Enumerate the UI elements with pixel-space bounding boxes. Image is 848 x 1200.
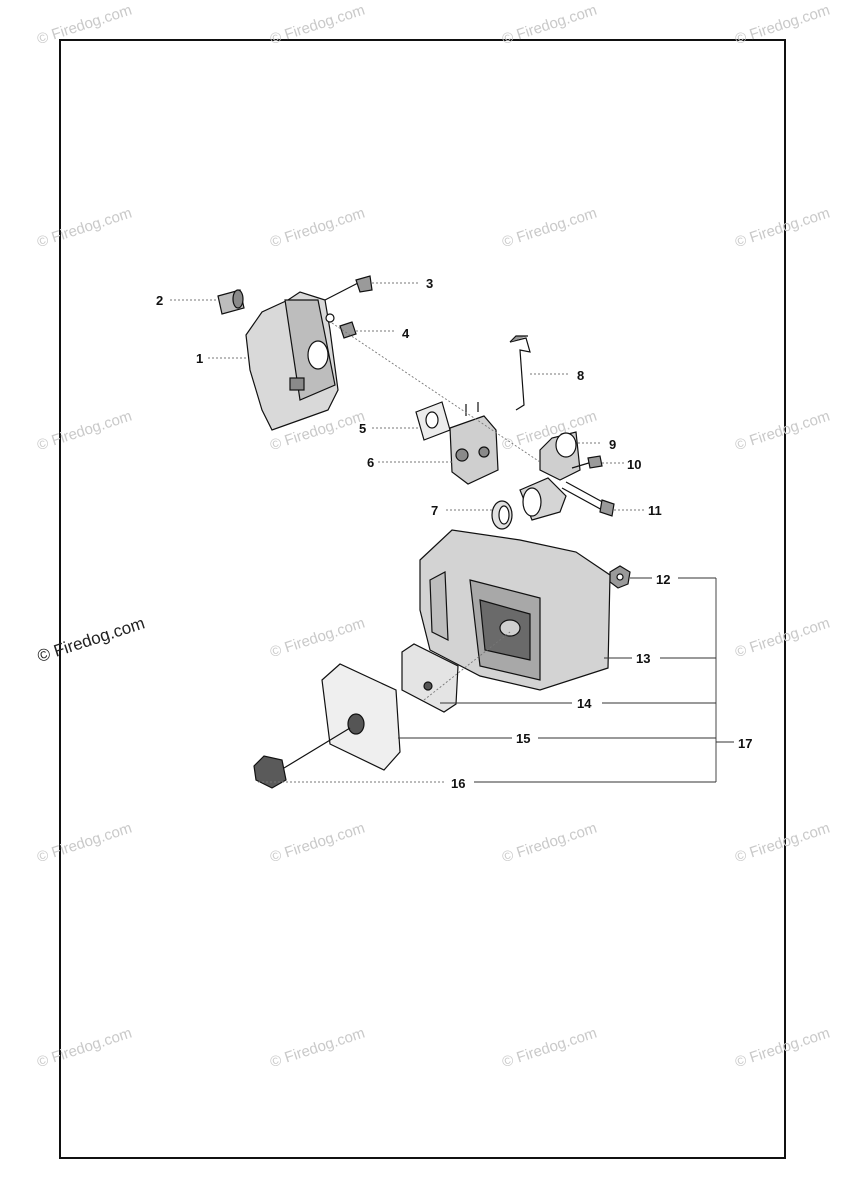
diagram-frame (59, 39, 786, 1159)
part-13-filter-box (419, 529, 611, 691)
callout-11: 11 (648, 503, 662, 518)
part-12-nut (609, 565, 631, 589)
callout-12: 12 (656, 572, 671, 587)
part-4-clip (339, 321, 357, 339)
callout-9: 9 (609, 437, 617, 452)
intake-adapter (519, 477, 567, 521)
callout-3: 3 (426, 276, 434, 291)
part-7-seal-ring (491, 500, 513, 530)
callout-17: 17 (738, 736, 753, 751)
callout-5: 5 (359, 421, 367, 436)
part-8-throttle-rod (509, 335, 531, 411)
callout-6: 6 (367, 455, 375, 470)
callout-14: 14 (577, 696, 592, 711)
part-15-filter-cover (321, 663, 401, 771)
part-16-knob (253, 727, 351, 789)
callout-10: 10 (627, 457, 642, 472)
part-9-intake-elbow (539, 431, 581, 481)
part-5-gasket (415, 401, 451, 441)
callout-16: 16 (451, 776, 466, 791)
part-6-carburetor (449, 402, 499, 485)
part-2-grommet (217, 289, 245, 315)
callout-8: 8 (577, 368, 585, 383)
callout-1: 1 (196, 351, 204, 366)
part-10-screw (571, 455, 603, 469)
part-11-bolt (561, 481, 615, 517)
callout-15: 15 (516, 731, 531, 746)
part-14-filter-element (401, 643, 459, 713)
callout-4: 4 (402, 326, 410, 341)
part-1-housing-bracket (245, 291, 339, 431)
callout-2: 2 (156, 293, 164, 308)
callout-7: 7 (431, 503, 439, 518)
callout-13: 13 (636, 651, 651, 666)
part-3-screw (324, 275, 373, 301)
